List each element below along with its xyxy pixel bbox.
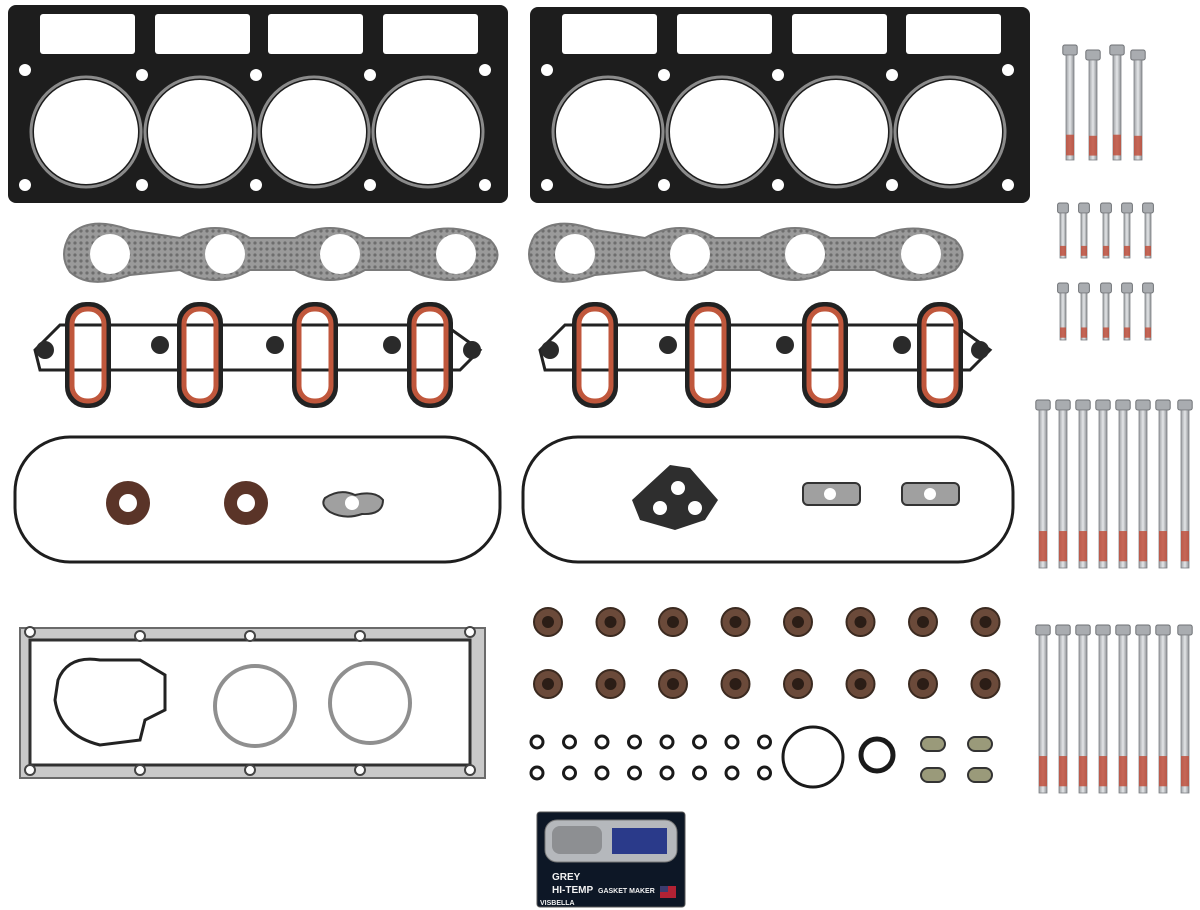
bolt bbox=[1177, 399, 1193, 569]
bolt bbox=[1177, 624, 1193, 794]
bolt bbox=[1142, 202, 1154, 259]
bolt bbox=[1095, 399, 1111, 569]
small-o-rings bbox=[529, 734, 772, 781]
valve-stem-seal bbox=[595, 669, 626, 699]
valve-stem-seal bbox=[970, 669, 1001, 699]
bolt bbox=[1109, 44, 1125, 161]
valve-stem-seal bbox=[783, 669, 813, 699]
small-o-ring bbox=[627, 734, 642, 750]
valve-stem-seal bbox=[908, 669, 938, 699]
valve-stem-seal bbox=[658, 669, 688, 699]
valve-stem-seal bbox=[533, 669, 563, 699]
valve-stem-seal bbox=[720, 669, 751, 699]
head-bolts bbox=[1035, 44, 1193, 794]
bolt bbox=[1057, 282, 1069, 341]
small-o-ring bbox=[562, 734, 577, 750]
bolt bbox=[1075, 399, 1091, 569]
small-o-ring bbox=[529, 734, 545, 750]
head-gasket-left bbox=[8, 5, 508, 203]
bolt bbox=[1078, 202, 1090, 259]
exhaust-gasket-right bbox=[528, 222, 964, 283]
bolt bbox=[1115, 624, 1131, 794]
bolt bbox=[1121, 282, 1133, 341]
bolt bbox=[1055, 399, 1071, 569]
valve-stem-seal bbox=[845, 607, 876, 637]
bolt bbox=[1115, 399, 1131, 569]
small-o-ring bbox=[529, 765, 545, 781]
small-o-ring bbox=[659, 734, 675, 750]
package-line3-text: GASKET MAKER bbox=[598, 888, 655, 895]
small-o-ring bbox=[627, 765, 642, 781]
valve-cover-gasket-left bbox=[13, 435, 502, 564]
small-o-ring bbox=[724, 734, 740, 750]
small-o-ring bbox=[692, 765, 707, 781]
bolt bbox=[1121, 202, 1133, 259]
washer-seals bbox=[920, 736, 993, 783]
valve-stem-seal bbox=[720, 607, 751, 637]
head-gasket-right bbox=[530, 7, 1030, 203]
valve-stem-seals bbox=[533, 607, 1001, 699]
small-o-ring bbox=[562, 765, 577, 781]
package-line2-text: HI-TEMP bbox=[552, 885, 593, 896]
bolt bbox=[1035, 399, 1051, 569]
small-o-ring bbox=[724, 765, 740, 781]
bolt bbox=[1075, 624, 1091, 794]
small-o-ring bbox=[594, 765, 610, 781]
bolt bbox=[1078, 282, 1090, 341]
bolt bbox=[1100, 202, 1112, 259]
small-o-ring bbox=[692, 734, 707, 750]
sealant-package: GREY HI-TEMP GASKET MAKER VISBELLA bbox=[536, 811, 686, 908]
valve-stem-seal bbox=[658, 607, 688, 637]
bolt bbox=[1135, 624, 1151, 794]
small-o-ring bbox=[594, 734, 610, 750]
valve-stem-seal bbox=[783, 607, 813, 637]
bolt bbox=[1095, 624, 1111, 794]
bolt bbox=[1100, 282, 1112, 341]
bolt bbox=[1057, 202, 1069, 259]
exhaust-gasket-left bbox=[63, 222, 499, 283]
bolt bbox=[1155, 624, 1171, 794]
intake-gasket-right bbox=[538, 302, 993, 408]
valve-cover-gasket-right bbox=[521, 435, 1015, 564]
bolt bbox=[1062, 44, 1078, 161]
large-o-ring bbox=[781, 725, 845, 789]
bolt bbox=[1085, 49, 1101, 161]
bolt bbox=[1130, 49, 1146, 161]
valley-cover-gasket bbox=[19, 626, 486, 779]
package-brand-text: VISBELLA bbox=[540, 900, 575, 907]
valve-stem-seal bbox=[845, 669, 876, 699]
valve-stem-seal bbox=[533, 607, 563, 637]
package-line1-text: GREY bbox=[552, 872, 581, 883]
small-o-ring bbox=[757, 765, 772, 781]
valve-stem-seal bbox=[595, 607, 626, 637]
bolt bbox=[1142, 282, 1154, 341]
medium-seal-ring bbox=[858, 736, 896, 774]
bolt bbox=[1155, 399, 1171, 569]
bolt bbox=[1055, 624, 1071, 794]
small-o-ring bbox=[659, 765, 675, 781]
intake-gasket-left bbox=[33, 302, 483, 408]
valve-stem-seal bbox=[970, 607, 1001, 637]
bolt bbox=[1035, 624, 1051, 794]
valve-stem-seal bbox=[908, 607, 938, 637]
small-o-ring bbox=[757, 734, 772, 750]
bolt bbox=[1135, 399, 1151, 569]
